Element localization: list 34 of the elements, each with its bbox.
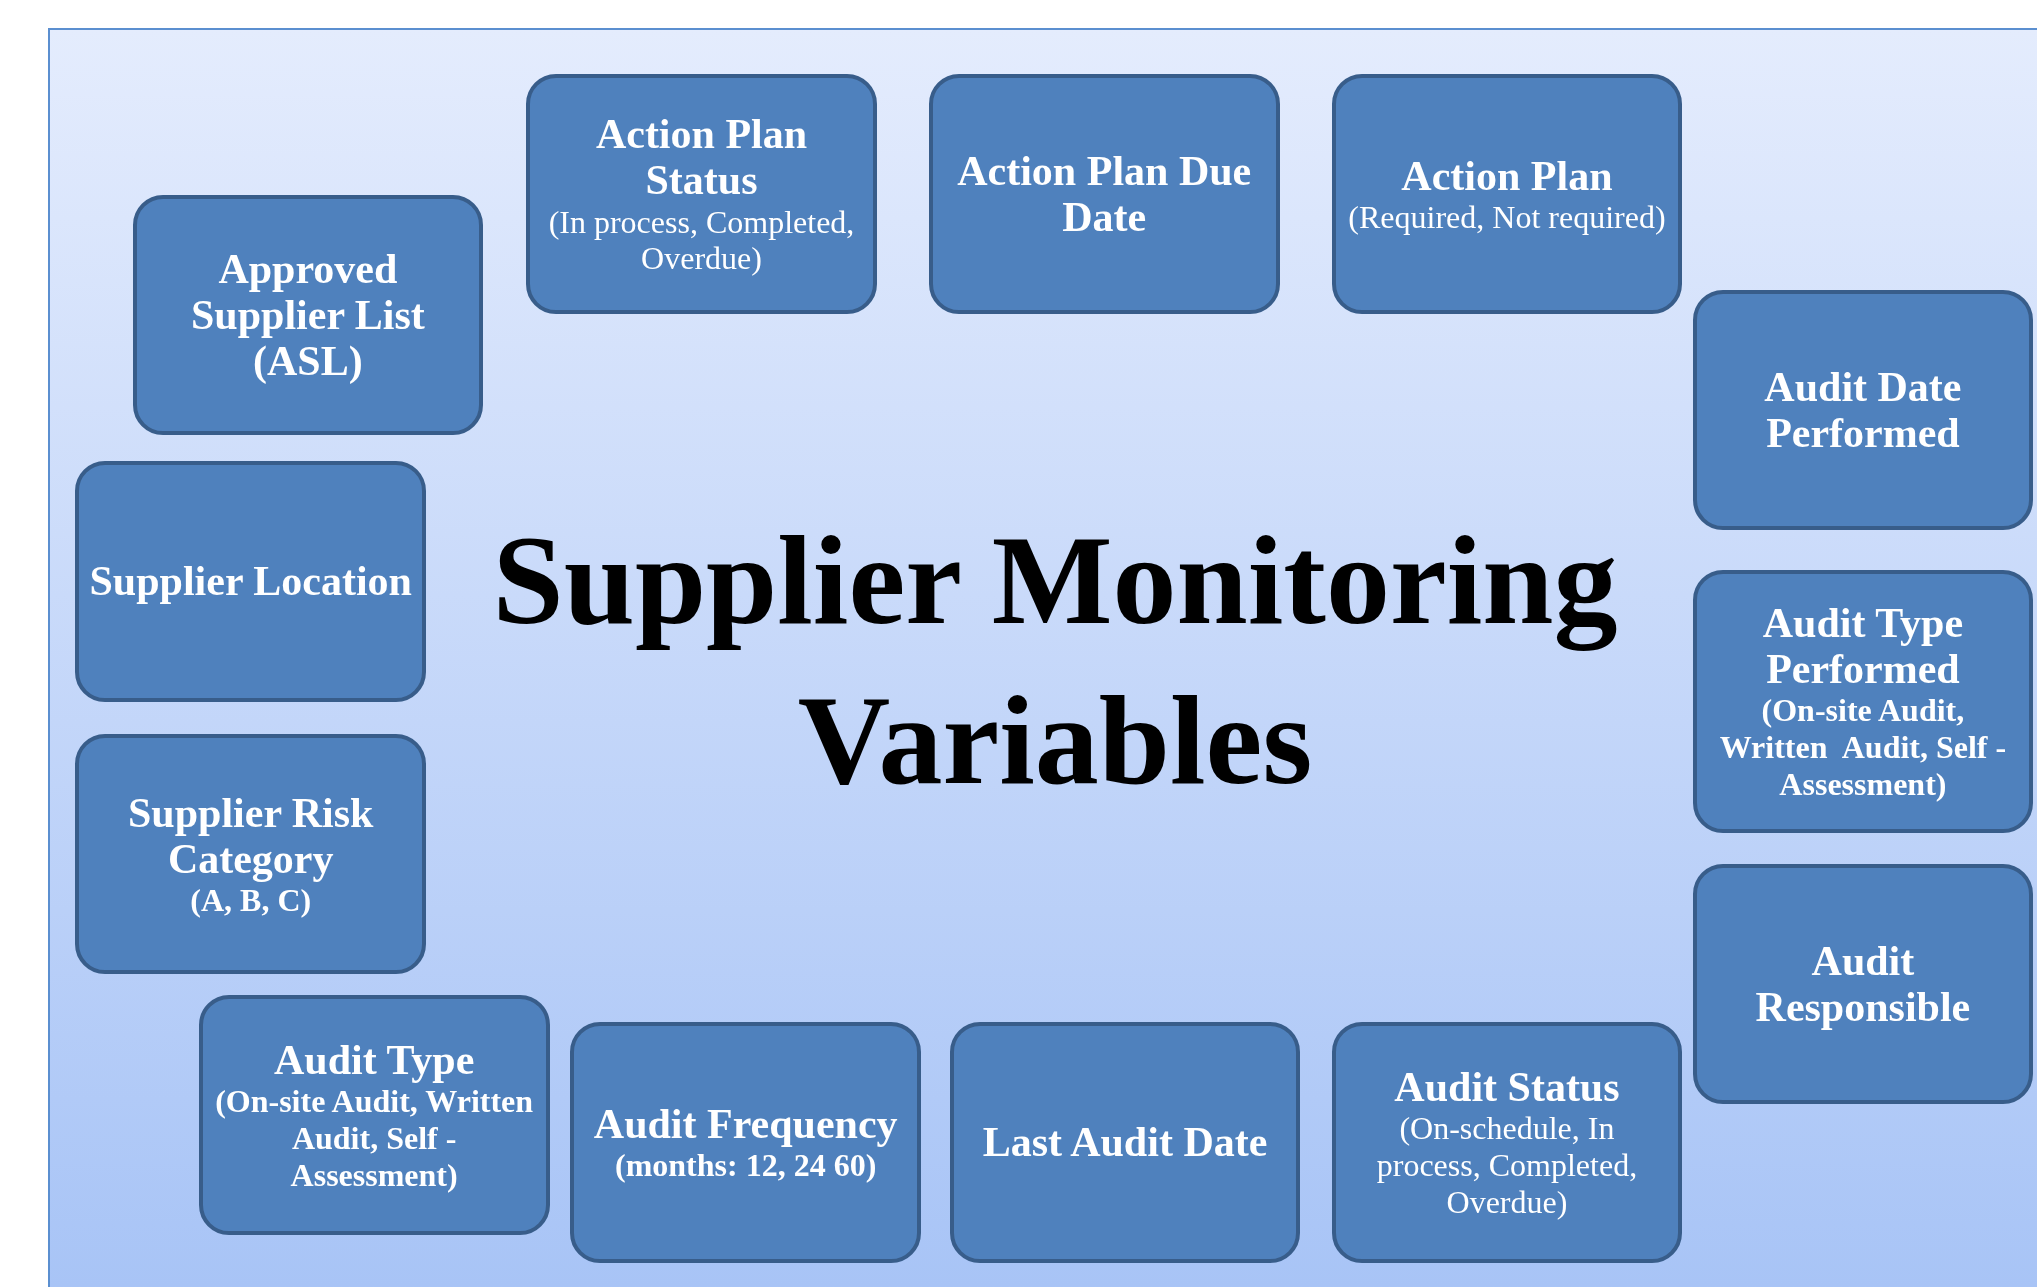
variable-box bbox=[75, 734, 427, 975]
variable-name: Audit Type Performed bbox=[1761, 600, 1965, 693]
variable-name: Audit Status bbox=[1394, 1064, 1620, 1111]
variable-box bbox=[928, 74, 1280, 315]
variable-name: Action Plan bbox=[1401, 152, 1613, 199]
variable-box bbox=[1331, 74, 1683, 315]
variable-values: (months: 12, 24 60) bbox=[615, 1147, 877, 1185]
variable-values: (In process, Completed, Overdue) bbox=[547, 203, 856, 278]
variable-name: Audit Responsible bbox=[1754, 937, 1972, 1031]
variable-name: Supplier Risk Category bbox=[126, 789, 375, 882]
variable-box bbox=[132, 194, 484, 436]
title: Supplier Monitoring Variables bbox=[491, 508, 1619, 813]
variable-name: Audit Date Performed bbox=[1763, 363, 1963, 457]
variable-name: Last Audit Date bbox=[982, 1119, 1268, 1166]
variable-name: Action Plan Status bbox=[594, 111, 809, 204]
variable-box bbox=[570, 1022, 922, 1263]
variable-values: (A, B, C) bbox=[190, 881, 312, 919]
variable-box bbox=[75, 461, 427, 702]
variable-box bbox=[1692, 863, 2034, 1105]
variable-name: Action Plan Due Date bbox=[956, 148, 1253, 241]
variable-values: (On-site Audit, Written Audit, Self -Assessment) bbox=[214, 1083, 535, 1194]
variable-box bbox=[526, 74, 877, 315]
variable-box bbox=[949, 1022, 1301, 1263]
variable-values: (Required, Not required) bbox=[1348, 198, 1666, 236]
variable-values: (On-site Audit, Written Audit, Self -Assessment) bbox=[1718, 692, 2008, 803]
variable-name: Audit Type bbox=[273, 1037, 475, 1084]
variable-name: Approved Supplier List (ASL) bbox=[189, 245, 426, 385]
variable-values: (On-schedule, In process, Completed, Overdue) bbox=[1375, 1110, 1639, 1221]
variable-box bbox=[1692, 289, 2034, 530]
variable-box bbox=[1692, 570, 2034, 833]
variable-box bbox=[198, 995, 550, 1236]
variable-box bbox=[1331, 1022, 1683, 1263]
variable-name: Supplier Location bbox=[89, 558, 412, 605]
variable-name: Audit Frequency bbox=[593, 1101, 898, 1148]
